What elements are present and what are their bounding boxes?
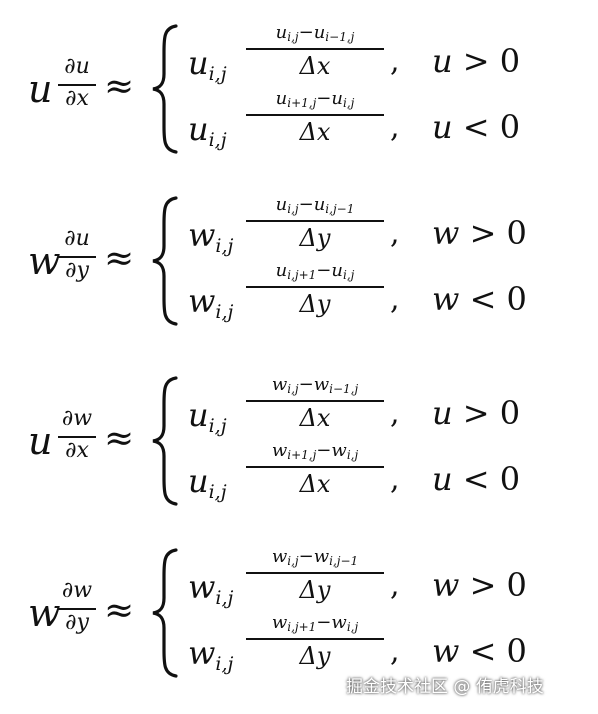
left-brace-icon (152, 548, 178, 678)
derivative-denominator: ∂x (65, 86, 89, 111)
lhs-variable: u (28, 67, 53, 111)
equation-3: u ∂w ∂x ≈ ui,j wi,j−wi−1,j Δx , u > 0 ui… (0, 368, 598, 516)
lhs-derivative: ∂w ∂y (58, 580, 96, 638)
comma: , (390, 568, 400, 603)
case-condition: w < 0 (432, 280, 527, 318)
fraction-denominator: Δx (299, 118, 331, 146)
fraction-bar (246, 48, 384, 50)
fraction-bar (246, 572, 384, 574)
fraction-bar (246, 114, 384, 116)
case-condition: u < 0 (432, 460, 521, 498)
case-fraction: wi,j−wi,j−1 Δy (246, 544, 384, 606)
case-coefficient: ui,j (188, 110, 227, 151)
case-condition: w > 0 (432, 566, 527, 604)
fraction-numerator: ui+1,j−ui,j (275, 88, 355, 110)
case-coefficient: wi,j (188, 216, 234, 257)
approx-symbol: ≈ (104, 418, 135, 459)
fraction-bar (246, 220, 384, 222)
fraction-bar (246, 286, 384, 288)
case-condition: w < 0 (432, 632, 527, 670)
comma: , (390, 44, 400, 79)
derivative-numerator: ∂w (61, 406, 93, 431)
case-coefficient: wi,j (188, 634, 234, 675)
fraction-denominator: Δy (299, 224, 331, 252)
case-fraction: wi,j−wi−1,j Δx (246, 372, 384, 434)
case-fraction: ui,j+1−ui,j Δy (246, 258, 384, 320)
approx-symbol: ≈ (104, 590, 135, 631)
left-brace-icon (152, 196, 178, 326)
case-fraction: ui+1,j−ui,j Δx (246, 86, 384, 148)
fraction-numerator: ui,j+1−ui,j (275, 260, 355, 282)
lhs-derivative: ∂u ∂x (58, 56, 96, 114)
approx-symbol: ≈ (104, 66, 135, 107)
fraction-numerator: wi,j−wi,j−1 (271, 546, 359, 568)
fraction-denominator: Δy (299, 576, 331, 604)
equation-4: w ∂w ∂y ≈ wi,j wi,j−wi,j−1 Δy , w > 0 wi… (0, 540, 598, 690)
comma: , (390, 110, 400, 145)
case-fraction: wi+1,j−wi,j Δx (246, 438, 384, 500)
fraction-bar (58, 436, 96, 438)
fraction-bar (246, 638, 384, 640)
comma: , (390, 216, 400, 251)
derivative-numerator: ∂u (64, 54, 90, 79)
fraction-numerator: wi+1,j−wi,j (271, 440, 359, 462)
case-condition: u > 0 (432, 42, 521, 80)
fraction-bar (58, 84, 96, 86)
fraction-denominator: Δx (299, 52, 331, 80)
left-brace-icon (152, 376, 178, 506)
left-brace-icon (152, 24, 178, 154)
comma: , (390, 282, 400, 317)
fraction-numerator: wi,j+1−wi,j (271, 612, 359, 634)
watermark: 掘金技术社区 @ 侑虎科技 (346, 677, 544, 697)
equation-1: u ∂u ∂x ≈ ui,j ui,j−ui−1,j Δx , u > 0 ui… (0, 16, 598, 164)
case-coefficient: ui,j (188, 462, 227, 503)
fraction-numerator: ui,j−ui−1,j (275, 22, 355, 44)
case-fraction: ui,j−ui−1,j Δx (246, 20, 384, 82)
approx-symbol: ≈ (104, 238, 135, 279)
case-condition: w > 0 (432, 214, 527, 252)
lhs-derivative: ∂u ∂y (58, 228, 96, 286)
case-coefficient: ui,j (188, 44, 227, 85)
lhs-variable: w (28, 239, 61, 283)
comma: , (390, 396, 400, 431)
lhs-variable: u (28, 419, 53, 463)
derivative-denominator: ∂x (65, 438, 89, 463)
derivative-numerator: ∂u (64, 226, 90, 251)
fraction-bar (246, 466, 384, 468)
case-condition: u < 0 (432, 108, 521, 146)
fraction-denominator: Δy (299, 290, 331, 318)
equation-2: w ∂u ∂y ≈ wi,j ui,j−ui,j−1 Δy , w > 0 wi… (0, 188, 598, 336)
derivative-numerator: ∂w (61, 578, 93, 603)
lhs-variable: w (28, 591, 61, 635)
case-coefficient: wi,j (188, 568, 234, 609)
fraction-bar (58, 256, 96, 258)
lhs-derivative: ∂w ∂x (58, 408, 96, 466)
derivative-denominator: ∂y (65, 258, 89, 283)
fraction-numerator: wi,j−wi−1,j (271, 374, 359, 396)
fraction-denominator: Δy (299, 642, 331, 670)
case-fraction: ui,j−ui,j−1 Δy (246, 192, 384, 254)
fraction-bar (246, 400, 384, 402)
case-fraction: wi,j+1−wi,j Δy (246, 610, 384, 672)
fraction-numerator: ui,j−ui,j−1 (275, 194, 355, 216)
fraction-denominator: Δx (299, 470, 331, 498)
comma: , (390, 634, 400, 669)
fraction-denominator: Δx (299, 404, 331, 432)
fraction-bar (58, 608, 96, 610)
comma: , (390, 462, 400, 497)
case-condition: u > 0 (432, 394, 521, 432)
case-coefficient: wi,j (188, 282, 234, 323)
derivative-denominator: ∂y (65, 610, 89, 635)
case-coefficient: ui,j (188, 396, 227, 437)
